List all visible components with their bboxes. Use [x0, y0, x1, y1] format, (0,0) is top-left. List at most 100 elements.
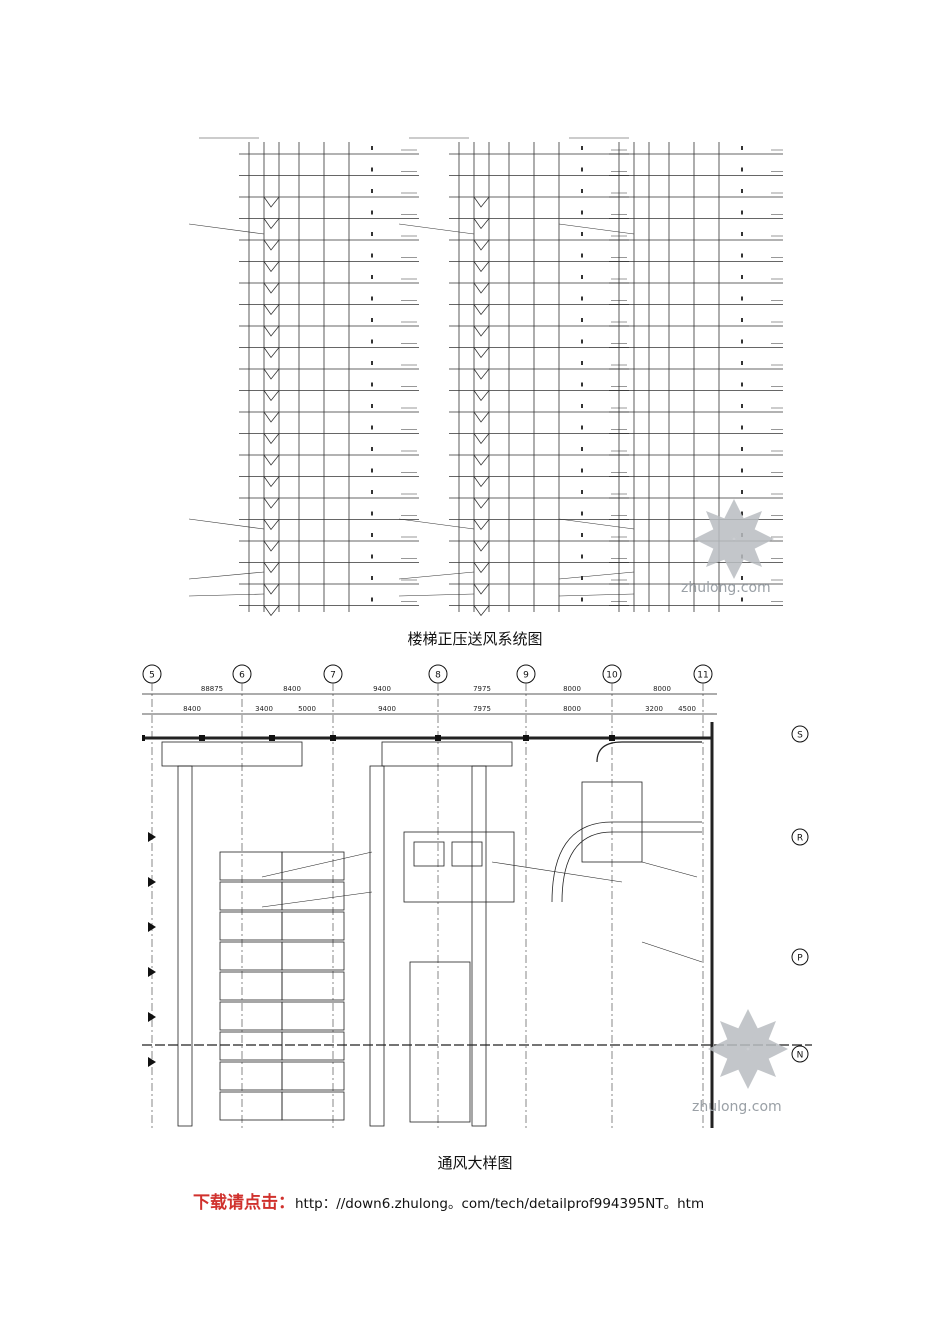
column-mark: [199, 735, 205, 741]
annotation-leader: [558, 593, 635, 597]
figure-caption-ventilation: 通风大样图: [437, 1154, 513, 1172]
outlet-mark: [371, 468, 373, 473]
outlet-mark: [371, 554, 373, 559]
axis-label: 11: [697, 671, 708, 681]
outlet-mark: [581, 232, 583, 236]
row-bubble: [791, 948, 809, 966]
outlet-mark: [371, 210, 373, 215]
annotation-leader: [188, 518, 265, 530]
equipment-room: [581, 781, 643, 863]
duct-zigzag: [263, 282, 280, 294]
outlet-mark: [741, 404, 743, 408]
outlet-mark: [741, 296, 743, 301]
column-mark: [435, 735, 441, 741]
duct-zigzag: [473, 325, 490, 337]
duct-zigzag: [263, 583, 280, 595]
outlet-mark: [741, 576, 743, 580]
annotation-leader: [188, 223, 265, 235]
duct-curve: [551, 821, 702, 903]
outlet-mark: [371, 447, 373, 451]
outlet-mark: [741, 189, 743, 193]
outlet-mark: [741, 167, 743, 172]
equipment-room: [409, 961, 471, 1123]
row-label: R: [797, 834, 803, 844]
outlet-mark: [581, 167, 583, 172]
duct-zigzag: [473, 304, 490, 316]
outlet-mark: [371, 425, 373, 430]
annotation-leader: [398, 223, 475, 235]
riser-diagram-drawing: [188, 137, 783, 617]
dimension-text: 8000: [653, 685, 671, 693]
parking-bay: [219, 1091, 283, 1121]
axis-label: 8: [435, 671, 441, 681]
download-url[interactable]: http：//down6.zhulong。com/tech/detailprof…: [295, 1196, 705, 1212]
outlet-mark: [371, 232, 373, 236]
dimension-text: 8400: [283, 685, 301, 693]
annotation-leader: [261, 851, 373, 878]
duct-zigzag: [263, 411, 280, 423]
outlet-mark: [371, 318, 373, 322]
outlet-mark: [741, 210, 743, 215]
annotation-leader: [641, 941, 703, 963]
annotation-leader: [558, 223, 635, 235]
duct-zigzag: [263, 325, 280, 337]
outlet-mark: [581, 533, 583, 537]
duct-zigzag: [263, 562, 280, 574]
outlet-mark: [581, 468, 583, 473]
annotation-leader: [558, 571, 635, 580]
outlet-mark: [581, 554, 583, 559]
duct-zigzag: [263, 196, 280, 208]
duct-zigzag: [473, 368, 490, 380]
outlet-mark: [371, 533, 373, 537]
outlet-mark: [741, 339, 743, 344]
outlet-mark: [741, 318, 743, 322]
figure-caption-stair: 楼梯正压送风系统图: [407, 630, 543, 648]
duct-zigzag: [473, 196, 490, 208]
axis-label: 10: [606, 671, 618, 681]
outlet-mark: [741, 382, 743, 387]
duct-zigzag: [263, 368, 280, 380]
outlet-mark: [581, 490, 583, 494]
outlet-mark: [581, 576, 583, 580]
parking-bay: [281, 881, 345, 911]
parking-bay: [281, 971, 345, 1001]
outlet-mark: [371, 146, 373, 150]
axis-label: 9: [523, 671, 529, 681]
arrow-marker: [148, 832, 156, 842]
duct-vertical: [177, 765, 193, 1127]
dimension-text: 7975: [473, 705, 491, 713]
outlet-mark: [581, 597, 583, 602]
row-bubble: [791, 1045, 809, 1063]
duct-segment: [381, 741, 513, 767]
fan-unit: [413, 841, 445, 867]
zhulong-logo-icon-2: [708, 1009, 788, 1089]
duct-zigzag: [473, 239, 490, 251]
duct-zigzag: [473, 347, 490, 359]
outlet-mark: [581, 447, 583, 451]
annotation-leader: [558, 518, 635, 530]
duct-zigzag: [263, 261, 280, 273]
outlet-mark: [581, 146, 583, 150]
duct-zigzag: [473, 261, 490, 273]
dimension-text: 8000: [563, 705, 581, 713]
outlet-mark: [581, 425, 583, 430]
duct-zigzag: [263, 347, 280, 359]
equipment-room: [403, 831, 515, 903]
duct-vertical: [471, 765, 487, 1127]
dimension-text: 9400: [373, 685, 391, 693]
duct-zigzag: [473, 454, 490, 466]
duct-zigzag: [473, 390, 490, 402]
duct-zigzag: [473, 282, 490, 294]
outlet-mark: [741, 468, 743, 473]
duct-zigzag: [263, 497, 280, 509]
arrow-marker: [148, 877, 156, 887]
outlet-mark: [741, 447, 743, 451]
column-mark: [330, 735, 336, 741]
annotation-leader: [398, 571, 475, 580]
duct-curve: [596, 741, 702, 763]
annotation-leader: [398, 518, 475, 530]
duct-zigzag: [473, 476, 490, 488]
duct-zigzag: [473, 540, 490, 552]
